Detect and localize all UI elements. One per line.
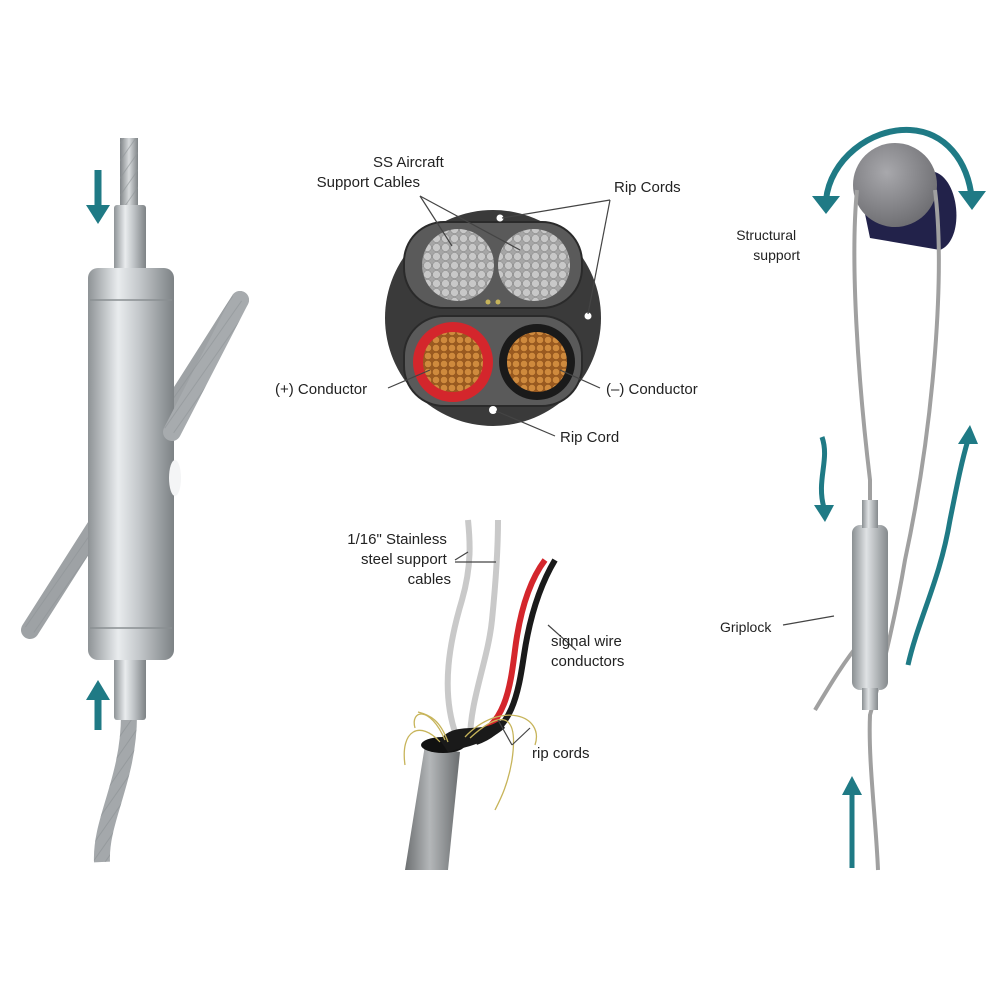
- structural-support-label: Structural support: [736, 227, 800, 263]
- cable-cross-section: SS Aircraft Support Cables Rip Cords (+)…: [275, 154, 698, 446]
- arrow-up-icon: [842, 776, 862, 868]
- rip-cord-label: Rip Cord: [560, 429, 619, 446]
- arrow-down-icon: [814, 436, 834, 522]
- rip-cord-bottom: [489, 406, 497, 414]
- griplock-label: Griplock: [720, 619, 772, 635]
- griplock-body: [852, 525, 888, 690]
- signal-wire-label: signal wire conductors: [551, 633, 626, 670]
- hanging-cable-right: [867, 189, 941, 871]
- red-signal-wire: [468, 558, 548, 743]
- steel-cables-label: 1/16" Stainless steel support cables: [347, 531, 451, 588]
- support-cable-left: [422, 229, 494, 301]
- structural-support: [853, 143, 957, 250]
- arrow-down-icon: [86, 170, 110, 224]
- gripper-assembly: [21, 138, 249, 863]
- stripped-cable-detail: 1/16" Stainless steel support cables sig…: [347, 519, 626, 870]
- steel-cable-2: [467, 519, 501, 741]
- positive-conductor-label: (+) Conductor: [275, 381, 367, 398]
- rotation-arrow-icon: [823, 126, 975, 201]
- rip-cord-strands: [403, 711, 538, 811]
- negative-conductor-label: (–) Conductor: [606, 381, 698, 398]
- installation-view: Structural support Griplock: [720, 126, 986, 871]
- support-cables-label: SS Aircraft Support Cables: [317, 154, 448, 191]
- top-collar: [114, 205, 146, 273]
- cable-jacket: [405, 745, 460, 870]
- rip-cords-label: Rip Cords: [614, 179, 681, 196]
- rip-cords-detail-label: rip cords: [532, 745, 590, 762]
- arrow-up-icon: [86, 680, 110, 730]
- rip-cord-top: [496, 214, 504, 222]
- support-cable-right: [498, 229, 570, 301]
- arrow-up-icon: [905, 425, 978, 666]
- hanging-cable-left: [852, 189, 872, 528]
- steel-cable-1: [444, 519, 473, 737]
- gripper-body: [88, 268, 174, 660]
- rip-cord-right: [584, 312, 592, 320]
- bottom-collar: [114, 650, 146, 720]
